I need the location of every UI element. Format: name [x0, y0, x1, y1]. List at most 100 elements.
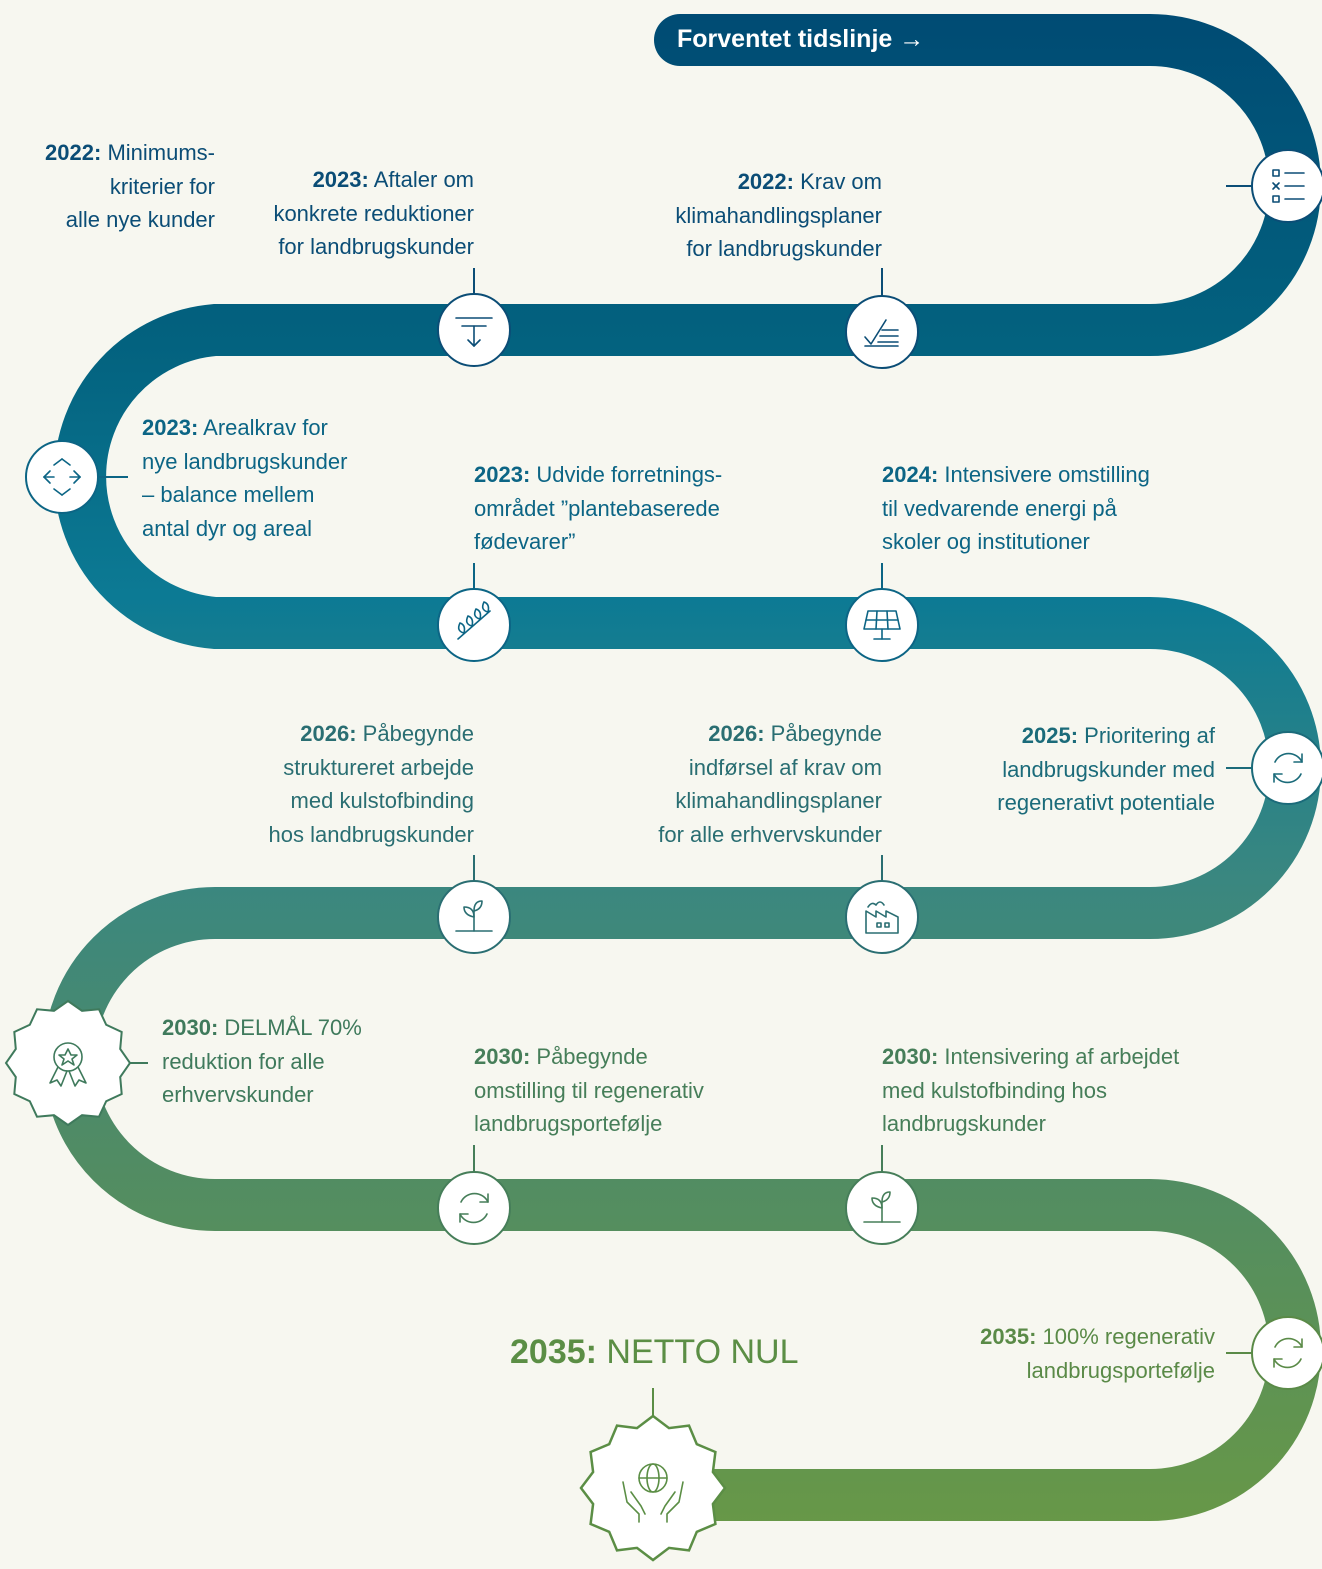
checklist-icon: [1272, 169, 1305, 203]
milestone-text-line: nye landbrugskunder: [142, 448, 348, 474]
final-goal-node: [579, 1414, 727, 1562]
milestone-text-line: regenerativt potentiale: [997, 790, 1215, 815]
milestone-node: [437, 1171, 511, 1245]
milestone-text-line: 2023: Arealkrav for: [142, 415, 328, 440]
milestone-year: 2030:: [474, 1044, 531, 1069]
milestone-node: [845, 1171, 919, 1245]
node-circle: [845, 880, 919, 954]
milestone-label: 2026: Påbegynde struktureret arbejde med k…: [269, 717, 474, 851]
milestone-text-line: 2022: Minimums-: [45, 140, 215, 165]
milestone-label: 2026: Påbegynde indførsel af krav om klima…: [658, 717, 882, 851]
factory-icon: [865, 901, 899, 934]
milestone-year: 2026:: [300, 721, 357, 746]
milestone-text-line: konkrete reduktioner: [273, 200, 474, 226]
milestone-text-line: antal dyr og areal: [142, 515, 312, 541]
milestone-label: 2022: Minimums-kriterier for alle nye kun…: [45, 136, 215, 237]
solar-panel-icon: [863, 610, 901, 640]
milestone-text-line: for alle erhvervskunder: [658, 821, 882, 847]
milestone-year: 2030:: [882, 1044, 939, 1069]
milestone-text-line: landbrugskunder med: [1002, 756, 1215, 782]
milestone-year: 2023:: [312, 167, 369, 192]
milestone-year: 2023:: [474, 462, 531, 487]
milestone-text-line: til vedvarende energi på: [882, 495, 1117, 521]
milestone-label: 2030: DELMÅL 70% reduktion for alle erhver…: [162, 1011, 362, 1112]
milestone-year: 2035:: [980, 1324, 1037, 1349]
milestone-node: [1251, 149, 1322, 223]
milestone-text-line: 2030: DELMÅL 70%: [162, 1015, 362, 1040]
milestone-text-line: hos landbrugskunder: [268, 821, 474, 847]
milestone-text-line: 2026: Påbegynde: [300, 721, 474, 746]
milestone-text-line: kriterier for: [109, 173, 215, 199]
milestone-year: 2024:: [882, 462, 939, 487]
milestone-text-line: klimahandlingsplaner: [675, 788, 882, 813]
milestone-text-line: for landbrugskunder: [278, 234, 474, 259]
milestone-text-line: for landbrugskunder: [686, 236, 882, 261]
milestone-text-line: 2030: Intensivering af arbejdet: [882, 1044, 1180, 1069]
milestone-node: [1251, 731, 1322, 805]
refresh-cycle-icon: [1273, 1337, 1303, 1369]
milestone-label: 2030: Påbegynde omstilling til regenerati…: [474, 1040, 704, 1141]
milestone-node: [845, 880, 919, 954]
milestone-text-line: alle nye kunder: [65, 207, 215, 232]
milestone-text-line: landbrugsportefølje: [474, 1111, 663, 1136]
award-badge-icon: [49, 1042, 87, 1087]
milestone-year: 2025:: [1021, 723, 1079, 748]
node-circle: [845, 588, 919, 662]
refresh-cycle-icon: [459, 1192, 489, 1224]
milestone-node: [845, 588, 919, 662]
milestone-text-line: 2035: 100% regenerativ: [980, 1324, 1215, 1349]
node-circle: [25, 440, 99, 514]
milestone-text-line: omstilling til regenerativ: [474, 1077, 704, 1103]
milestone-text-line: området ”plantebaserede: [474, 495, 720, 521]
timeline-title: Forventet tidslinje →: [677, 25, 925, 53]
milestone-text-line: struktureret arbejde: [283, 754, 474, 780]
node-circle: [1251, 1316, 1322, 1390]
milestone-text-line: – balance mellem: [142, 482, 315, 507]
milestone-text-line: fødevarer”: [474, 529, 576, 554]
milestone-year: 2030:: [162, 1015, 219, 1040]
milestone-node: [25, 440, 99, 514]
milestone-text-line: indførsel af krav om: [688, 754, 882, 780]
badge-shape: [4, 999, 132, 1127]
milestone-node: [437, 880, 511, 954]
area-arrows-icon: [43, 458, 81, 496]
milestone-text-line: 2023: Udvide forretnings-: [474, 462, 723, 487]
milestone-year: 2022:: [45, 140, 102, 165]
milestone-text-line: 2023: Aftaler om: [312, 167, 474, 192]
milestone-text-line: erhvervskunder: [162, 1082, 314, 1107]
hands-globe-icon: [622, 1463, 684, 1523]
milestone-text-line: klimahandlingsplaner: [675, 202, 882, 228]
badge-shape: [579, 1414, 727, 1562]
node-circle: [1251, 731, 1322, 805]
milestone-node: [437, 293, 511, 367]
node-circle: [437, 1171, 511, 1245]
milestone-label: 2023: Aftaler om konkrete reduktioner for …: [273, 163, 474, 264]
final-goal-label: 2035: NETTO NUL: [510, 1333, 799, 1371]
milestone-year: 2023:: [142, 415, 199, 440]
milestone-year: 2026:: [708, 721, 765, 746]
milestone-text-line: landbrugskunder: [882, 1111, 1046, 1136]
check-list-icon: [864, 319, 899, 347]
milestone-text-line: reduktion for alle: [162, 1048, 325, 1074]
milestone-text-line: 2030: Påbegynde: [474, 1044, 648, 1069]
milestone-label: 2023: Udvide forretnings-området ”plante…: [474, 458, 722, 559]
milestone-label: 2025: Prioritering af landbrugskunder med…: [997, 719, 1215, 820]
milestone-label: 2035: 100% regenerativ landbrugsportefølj…: [980, 1320, 1215, 1387]
milestone-node: [4, 999, 132, 1127]
milestone-label: 2023: Arealkrav for nye landbrugskunder – …: [142, 411, 347, 545]
sprout-icon: [455, 900, 493, 932]
milestone-year: 2022:: [737, 169, 794, 194]
milestone-text-line: 2026: Påbegynde: [708, 721, 882, 746]
milestone-node: [1251, 1316, 1322, 1390]
milestone-text-line: landbrugsportefølje: [1026, 1357, 1215, 1383]
milestone-text-line: med kulstofbinding hos: [882, 1077, 1108, 1103]
milestone-text-line: med kulstofbinding: [290, 788, 474, 813]
refresh-cycle-icon: [1273, 752, 1303, 784]
milestone-node: [437, 588, 511, 662]
milestone-label: 2030: Intensivering af arbejdet med kulst…: [882, 1040, 1179, 1141]
milestone-text-line: 2025: Prioritering af: [1021, 723, 1215, 748]
sprout-icon: [863, 1191, 901, 1223]
